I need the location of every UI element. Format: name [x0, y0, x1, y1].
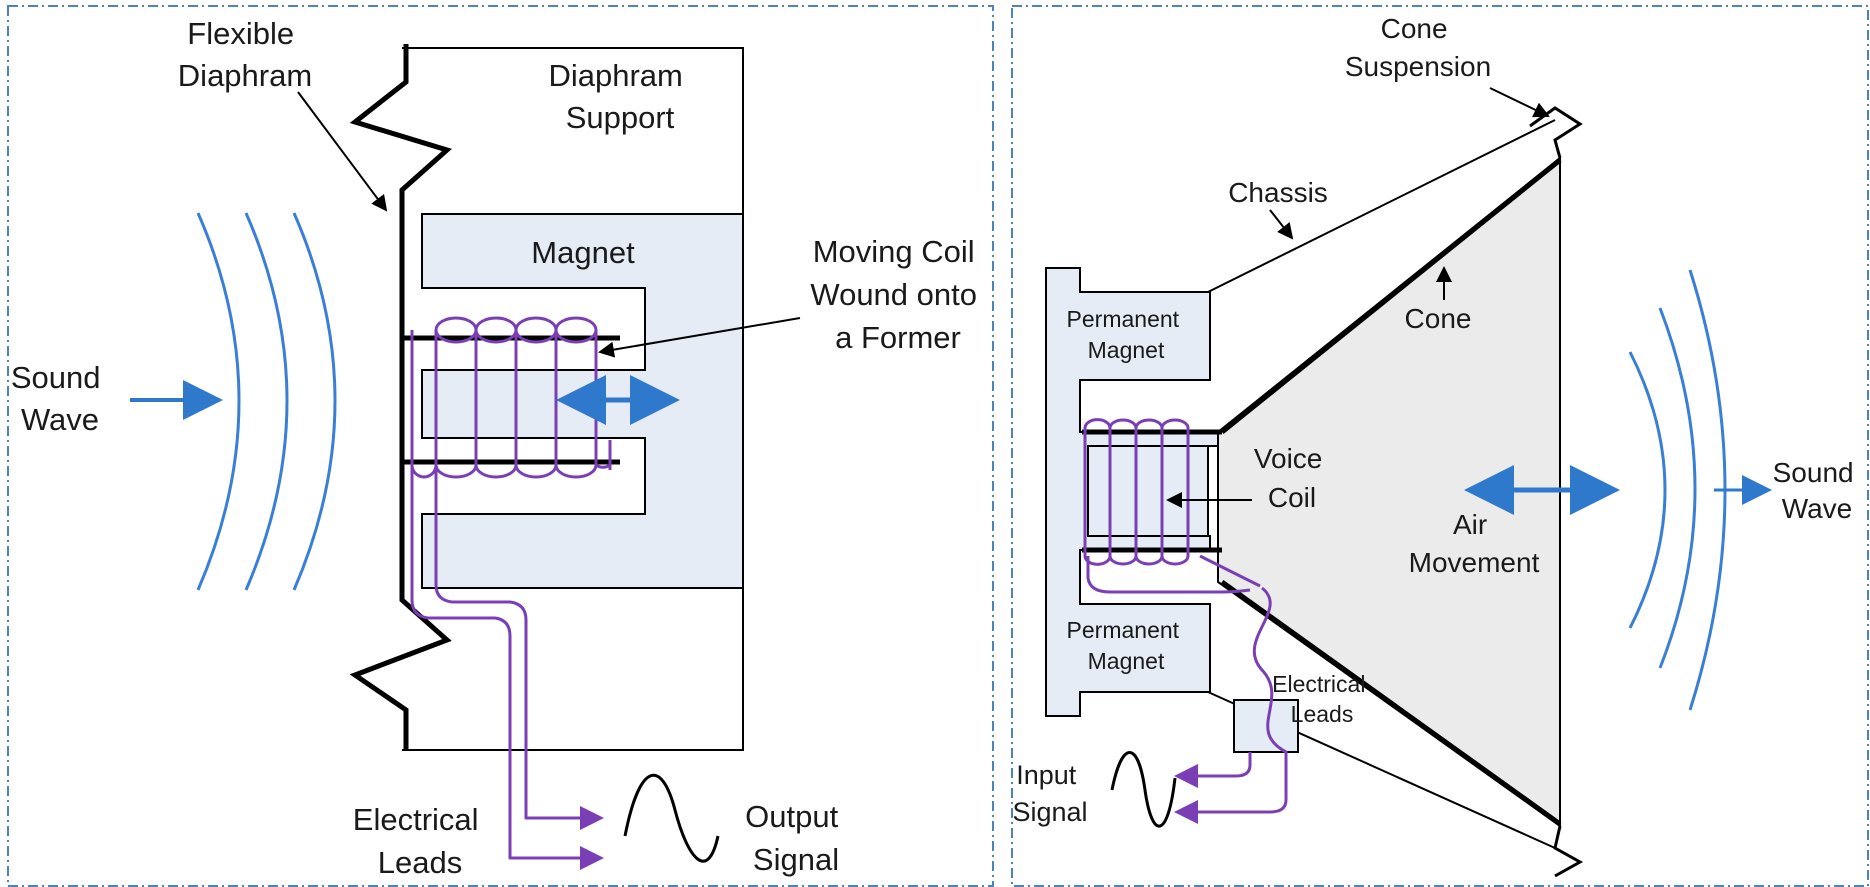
- output-signal-wave: [623, 773, 720, 863]
- speaker-diagram: Cone Suspension Chassis Cone Permanent M…: [1012, 13, 1862, 878]
- microphone-panel-frame: [7, 5, 994, 887]
- permanent-magnet-bottom-label: Permanent Magnet: [1067, 617, 1186, 674]
- flexible-diaphragm: [349, 44, 452, 750]
- input-signal-wave: [1110, 751, 1177, 828]
- permanent-magnet-top-label: Permanent Magnet: [1067, 306, 1186, 363]
- mic-sound-waves: [196, 212, 337, 591]
- diaphragm-pointer: [297, 91, 388, 212]
- voice-coil-label: Voice Coil: [1254, 443, 1330, 513]
- cone-suspension-label: Cone Suspension: [1345, 13, 1491, 82]
- speaker-electrical-leads: [1174, 586, 1288, 824]
- cone-suspension-top: [1529, 106, 1583, 159]
- magnet-label: Magnet: [531, 235, 635, 270]
- pole-piece: [1087, 445, 1209, 537]
- cone-label: Cone: [1405, 303, 1472, 334]
- cone-edge-top: [1220, 158, 1562, 434]
- speaker-sound-waves: [1628, 269, 1727, 711]
- voice-coil: [1083, 418, 1261, 594]
- mic-electrical-leads-label: Electrical Leads: [353, 802, 487, 880]
- input-signal-label: Input Signal: [1012, 760, 1087, 827]
- speaker-electrical-leads-label: Electrical Leads: [1272, 671, 1372, 727]
- panel-frames: [7, 5, 1869, 887]
- chassis-pointer: [1269, 209, 1294, 240]
- cone-edge-bottom: [1220, 579, 1562, 827]
- moving-coil-label: Moving Coil Wound onto a Former: [810, 234, 985, 355]
- suspension-pointer: [1489, 87, 1550, 118]
- microphone-diagram: Flexible Diaphram Diaphram Support Magne…: [11, 16, 985, 880]
- diaphragm-support-label: Diaphram Support: [548, 58, 691, 135]
- mic-sound-wave-label: Sound Wave: [11, 360, 109, 437]
- speaker-sound-wave-label: Sound Wave: [1773, 457, 1862, 524]
- chassis-top: [1207, 119, 1556, 293]
- chassis-label: Chassis: [1228, 177, 1328, 208]
- output-signal-label: Output Signal: [745, 799, 847, 877]
- lead-terminal: [1233, 699, 1299, 753]
- flexible-diaphragm-label: Flexible Diaphram: [178, 16, 312, 93]
- mic-electrical-leads: [410, 465, 612, 870]
- air-movement-label: Air Movement: [1409, 509, 1540, 578]
- cone-suspension-bottom: [1553, 825, 1584, 878]
- coil-pointer: [598, 317, 801, 358]
- speaker-panel-frame: [1011, 5, 1869, 887]
